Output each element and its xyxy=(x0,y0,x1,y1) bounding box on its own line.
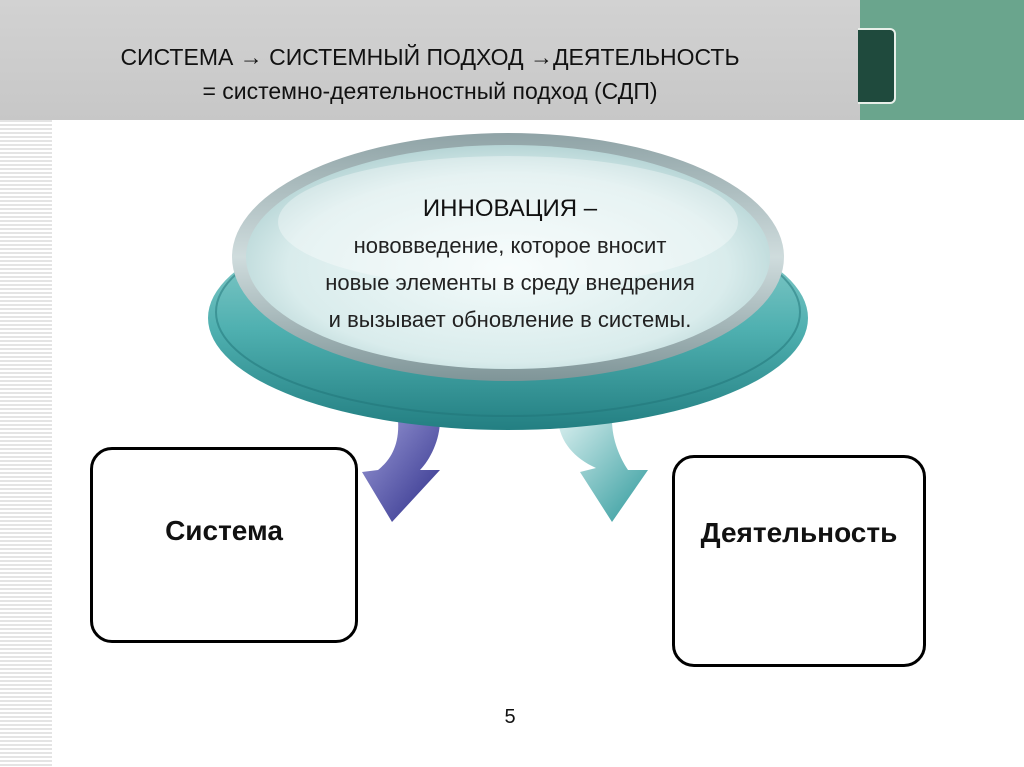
header-band xyxy=(0,0,860,120)
slide-title: СИСТЕМА → СИСТЕМНЫЙ ПОДХОД →ДЕЯТЕЛЬНОСТЬ… xyxy=(0,40,860,108)
innovation-title: ИННОВАЦИЯ – xyxy=(422,195,598,222)
box-activity: Деятельность xyxy=(672,455,926,667)
page-number: 5 xyxy=(504,706,516,728)
box-system: Система xyxy=(90,447,358,643)
arrow-left-icon xyxy=(362,420,440,522)
oval-highlight xyxy=(278,156,738,288)
oval-glass xyxy=(246,145,770,369)
title-line-1: СИСТЕМА → СИСТЕМНЫЙ ПОДХОД →ДЕЯТЕЛЬНОСТЬ xyxy=(120,44,740,70)
box-activity-label: Деятельность xyxy=(700,517,898,548)
title-line-2: = системно-деятельностный подход (СДП) xyxy=(202,78,658,104)
innovation-line-2: новые элементы в среду внедрения xyxy=(325,270,695,295)
innovation-line-3: и вызывает обновление в системы. xyxy=(328,307,692,332)
innovation-definition: ИННОВАЦИЯ – нововведение, которое вносит… xyxy=(250,190,770,338)
arrow-right-icon xyxy=(558,420,648,522)
corner-tab xyxy=(858,28,896,104)
box-system-label: Система xyxy=(165,515,283,546)
decorative-stripes xyxy=(0,120,52,767)
innovation-line-1: нововведение, которое вносит xyxy=(353,233,667,258)
